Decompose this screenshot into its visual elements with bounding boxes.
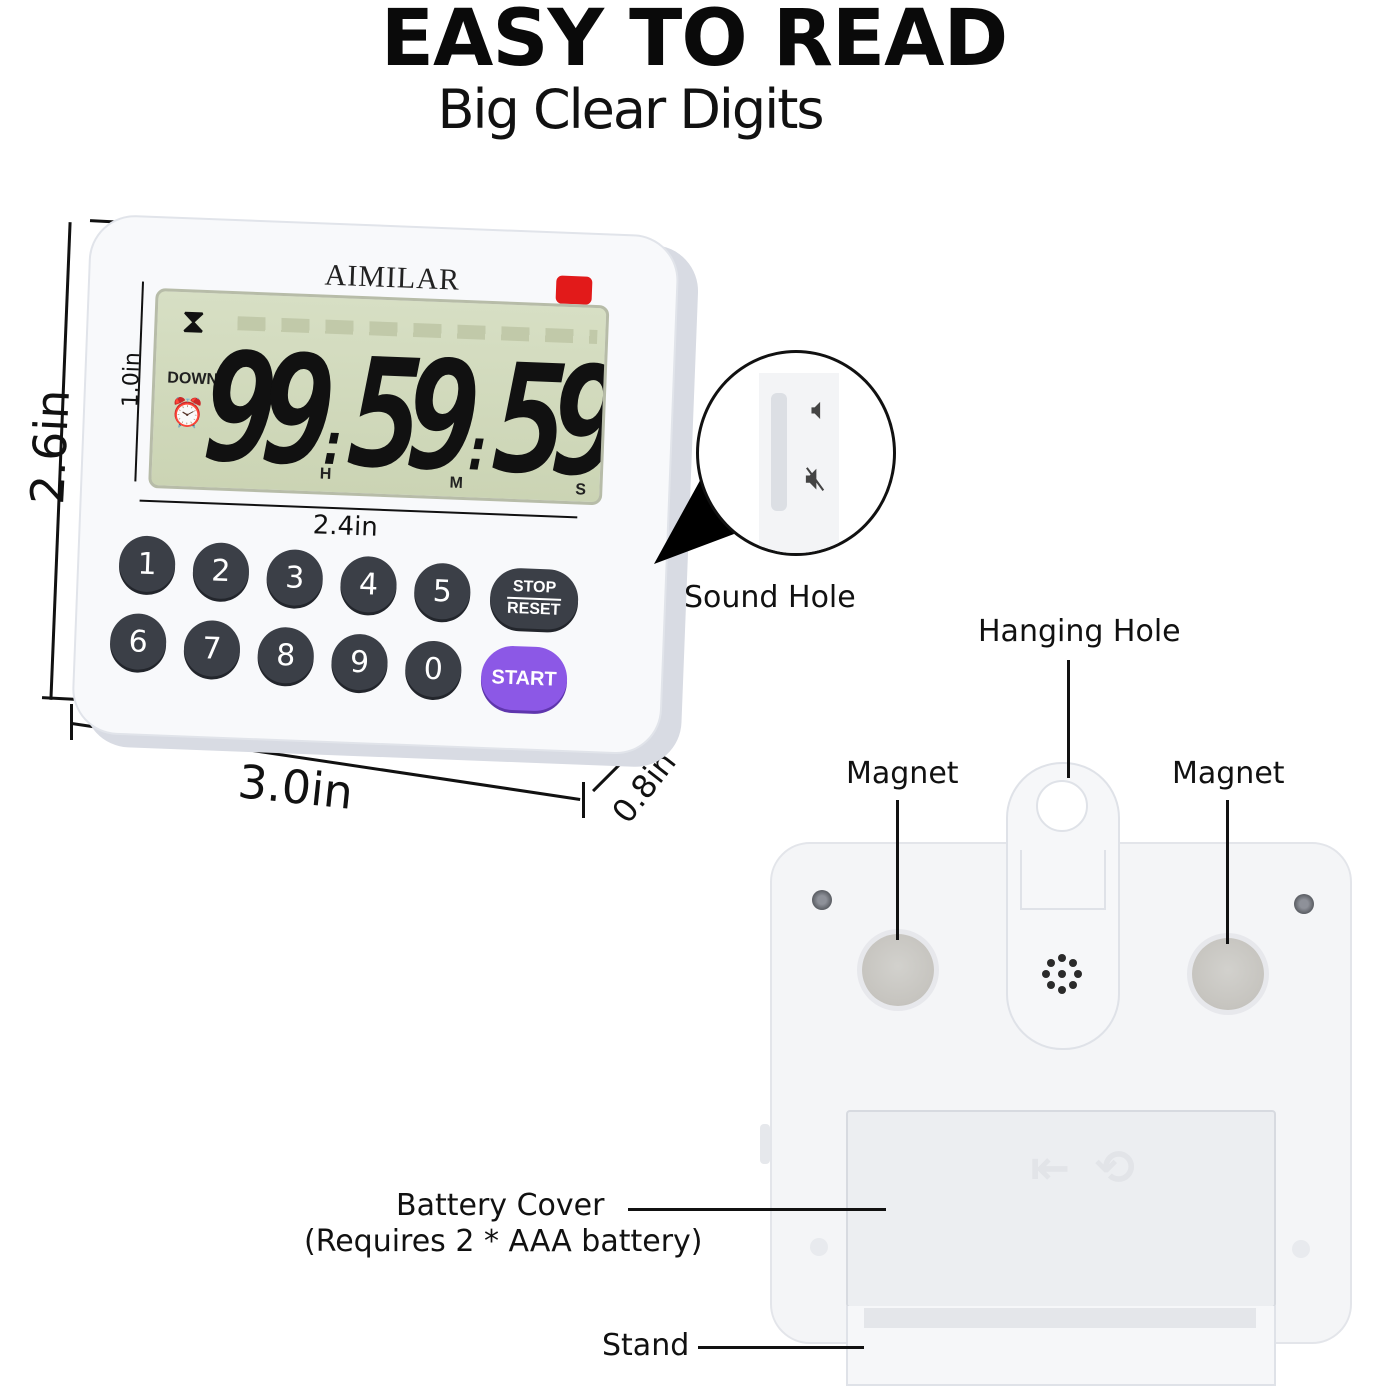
magnet-right-label: Magnet bbox=[1172, 756, 1285, 791]
number-button-9[interactable]: 9 bbox=[330, 633, 389, 692]
timer-front-body: AIMILAR ⧗ DOWN ⏰ 99:59:59 H M S 1.0in 2.… bbox=[70, 213, 681, 756]
hanging-hole bbox=[1036, 780, 1088, 832]
hanging-hole-label: Hanging Hole bbox=[978, 614, 1181, 649]
number-button-5[interactable]: 5 bbox=[413, 562, 472, 621]
battery-cover-label: Battery Cover bbox=[396, 1188, 605, 1223]
magnet-left-label: Magnet bbox=[846, 756, 959, 791]
number-button-7[interactable]: 7 bbox=[182, 619, 242, 678]
hours-unit-label: H bbox=[319, 465, 332, 483]
width-dimension-label: 3.0in bbox=[235, 754, 356, 820]
stand-label: Stand bbox=[602, 1328, 690, 1363]
screen-height-label: 1.0in bbox=[118, 351, 146, 408]
number-button-2[interactable]: 2 bbox=[191, 541, 251, 600]
battery-cover-emboss: ⇤ ⟲ bbox=[1030, 1140, 1140, 1196]
stop-label: STOP bbox=[512, 577, 557, 597]
mute-icon: 🔇︎ bbox=[805, 459, 827, 497]
speaker-icon: 🔈︎ bbox=[811, 393, 829, 426]
indicator-led bbox=[555, 275, 593, 305]
foot-right bbox=[1292, 1240, 1310, 1258]
magnet-right-leader bbox=[1226, 800, 1229, 944]
sound-hole-label: Sound Hole bbox=[684, 580, 856, 615]
hourglass-icon: ⧗ bbox=[180, 302, 207, 341]
number-button-3[interactable]: 3 bbox=[265, 548, 324, 607]
stand-leader bbox=[698, 1346, 864, 1349]
hanging-hole-leader bbox=[1067, 660, 1070, 778]
reset-label: RESET bbox=[506, 599, 561, 619]
hook-clip bbox=[1020, 850, 1106, 910]
timer-front: AIMILAR ⧗ DOWN ⏰ 99:59:59 H M S 1.0in 2.… bbox=[70, 213, 700, 776]
screen-width-label: 2.4in bbox=[312, 510, 379, 543]
width-dimension-tick-right bbox=[582, 782, 585, 818]
screw-left bbox=[812, 890, 832, 910]
sound-switch[interactable] bbox=[771, 393, 787, 511]
screw-right bbox=[1294, 894, 1314, 914]
number-button-1[interactable]: 1 bbox=[118, 534, 177, 593]
side-button bbox=[760, 1124, 770, 1164]
subheadline: Big Clear Digits bbox=[437, 78, 824, 141]
magnet-left bbox=[862, 934, 934, 1006]
number-button-8[interactable]: 8 bbox=[256, 626, 315, 685]
brand-logo: AIMILAR bbox=[324, 258, 461, 297]
number-button-6[interactable]: 6 bbox=[109, 612, 168, 671]
start-button[interactable]: START bbox=[479, 644, 569, 713]
minutes-unit-label: M bbox=[449, 474, 464, 492]
magnet-left-leader bbox=[896, 800, 899, 940]
sound-hole-zoom: 🔈︎ 🔇︎ bbox=[696, 350, 896, 556]
seconds-unit-label: S bbox=[575, 481, 587, 499]
foot-left bbox=[810, 1238, 828, 1256]
colon-separator: : bbox=[461, 413, 495, 486]
stand-hinge bbox=[864, 1308, 1256, 1328]
battery-requirement-label: (Requires 2 * AAA battery) bbox=[304, 1224, 703, 1259]
magnet-right bbox=[1192, 938, 1264, 1010]
width-dimension-tick-left bbox=[70, 704, 73, 740]
height-dimension-label: 2.6in bbox=[20, 388, 80, 506]
time-digits: 99:59:59 bbox=[201, 321, 610, 505]
battery-cover-leader bbox=[628, 1208, 886, 1211]
alarm-clock-icon: ⏰ bbox=[169, 396, 206, 430]
stop-reset-button[interactable]: STOP RESET bbox=[489, 567, 580, 631]
headline: EASY TO READ bbox=[380, 0, 1009, 84]
number-button-0[interactable]: 0 bbox=[404, 639, 463, 699]
hours-digits: 99 bbox=[200, 321, 323, 500]
seconds-digits: 59 bbox=[490, 332, 610, 506]
speaker-grille-icon bbox=[1036, 948, 1088, 1000]
lcd-display: ⧗ DOWN ⏰ 99:59:59 H M S bbox=[148, 288, 610, 506]
number-button-4[interactable]: 4 bbox=[339, 555, 398, 614]
